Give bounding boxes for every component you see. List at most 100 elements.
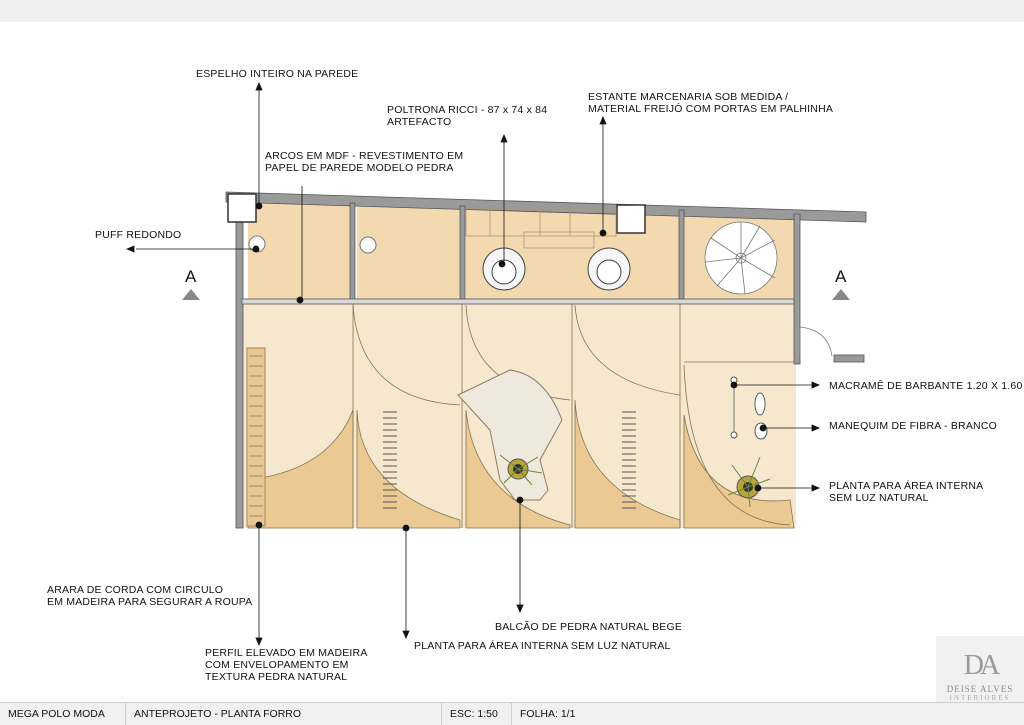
shelf-body bbox=[465, 207, 617, 237]
puff-2 bbox=[359, 236, 377, 254]
armchairs bbox=[482, 247, 631, 291]
label-poltrona-2: ARTEFACTO bbox=[387, 116, 452, 128]
label-espelho: ESPELHO INTEIRO NA PAREDE bbox=[196, 68, 359, 80]
label-macrame: MACRAMÊ DE BARBANTE 1.20 X 1.60 bbox=[829, 380, 1023, 392]
arch-3 bbox=[465, 409, 571, 529]
label-arcos-1: ARCOS EM MDF - REVESTIMENTO EM bbox=[265, 150, 464, 162]
dot-puff bbox=[252, 245, 260, 253]
dot-espelho bbox=[255, 202, 263, 210]
arrow-poltrona bbox=[500, 133, 508, 143]
label-planta-dir-1: PLANTA PARA ÁREA INTERNA bbox=[829, 480, 984, 492]
section-label-right: A bbox=[835, 267, 847, 286]
arrow-puff bbox=[125, 245, 135, 253]
logo-monogram: DA bbox=[963, 650, 1000, 681]
room-2 bbox=[357, 203, 462, 300]
column-mid bbox=[616, 204, 646, 234]
label-poltrona-1: POLTRONA RICCI - 87 x 74 x 84 bbox=[387, 104, 548, 116]
dot-perfil bbox=[255, 521, 263, 529]
shelf bbox=[465, 207, 617, 249]
label-estante-1: ESTANTE MARCENARIA SOB MEDIDA / bbox=[588, 91, 789, 103]
door-swing bbox=[799, 326, 833, 357]
dot-estante bbox=[599, 229, 607, 237]
footer-sheet-number: FOLHA: 1/1 bbox=[520, 708, 576, 720]
armchair-2-seat bbox=[596, 259, 622, 285]
macrame-knob-bottom bbox=[730, 431, 738, 439]
label-arara-2: EM MADEIRA PARA SEGURAR A ROUPA bbox=[47, 596, 253, 608]
leader-lines bbox=[125, 81, 821, 647]
logo-subtitle: INTERIORES bbox=[949, 694, 1011, 702]
step-4 bbox=[716, 257, 742, 287]
label-perfil-2: COM ENVELOPAMENTO EM bbox=[205, 659, 349, 671]
dot-macrame bbox=[730, 381, 738, 389]
clothes-rack bbox=[246, 347, 266, 527]
right-stub bbox=[833, 354, 865, 363]
title-block: MEGA POLO MODA ANTEPROJETO - PLANTA FORR… bbox=[0, 702, 1024, 725]
label-arara-1: ARARA DE CORDA COM CIRCULO bbox=[47, 584, 224, 596]
logo-brand: DEISE ALVES bbox=[946, 684, 1014, 694]
column-left bbox=[227, 193, 257, 223]
step-8 bbox=[740, 225, 761, 259]
rack-frame bbox=[246, 347, 266, 527]
section-marker-right bbox=[832, 289, 850, 300]
label-puff: PUFF REDONDO bbox=[95, 229, 182, 241]
arrow-planta-baixo bbox=[402, 630, 410, 640]
arc-line-3 bbox=[574, 304, 681, 396]
top-band bbox=[0, 0, 1024, 22]
arch-5 bbox=[683, 414, 795, 529]
arrow-perfil bbox=[255, 637, 263, 647]
logo: DA DEISE ALVES INTERIORES bbox=[936, 636, 1024, 702]
right-plant bbox=[727, 456, 771, 508]
top-wall bbox=[225, 191, 867, 223]
arrow-planta-dir bbox=[811, 484, 821, 492]
arch-panels bbox=[247, 399, 795, 529]
dot-planta-dir bbox=[754, 484, 762, 492]
section-label-left: A bbox=[185, 267, 197, 286]
step-5 bbox=[740, 257, 746, 295]
label-manequim: MANEQUIM DE FIBRA - BRANCO bbox=[829, 420, 997, 432]
footer-scale: ESC: 1:50 bbox=[442, 703, 512, 725]
hanging-racks bbox=[383, 411, 636, 509]
dot-poltrona bbox=[498, 260, 506, 268]
footer-sheet-title: ANTEPROJETO - PLANTA FORRO bbox=[126, 703, 442, 725]
step-7 bbox=[740, 239, 776, 259]
arc-line-1 bbox=[352, 304, 461, 406]
dot-planta-baixo bbox=[402, 524, 410, 532]
shelf-table bbox=[523, 231, 595, 249]
rack-2 bbox=[383, 411, 397, 509]
label-perfil-1: PERFIL ELEVADO EM MADEIRA bbox=[205, 647, 368, 659]
wall-3 bbox=[459, 205, 466, 301]
label-arcos-2: PAPEL DE PAREDE MODELO PEDRA bbox=[265, 162, 454, 174]
beam bbox=[241, 298, 795, 305]
dot-balcao bbox=[516, 496, 524, 504]
step-3 bbox=[704, 257, 742, 263]
arrow-manequim bbox=[811, 424, 821, 432]
dot-manequim bbox=[759, 424, 767, 432]
arrow-balcao bbox=[516, 604, 524, 614]
label-balcao: BALCÃO DE PEDRA NATURAL BEGE bbox=[495, 621, 683, 633]
label-planta-baixo: PLANTA PARA ÁREA INTERNA SEM LUZ NATURAL bbox=[414, 640, 671, 652]
walls bbox=[225, 191, 867, 529]
label-perfil-3: TEXTURA PEDRA NATURAL bbox=[205, 671, 348, 683]
room-1 bbox=[248, 200, 353, 300]
right-plant-leaves bbox=[727, 456, 771, 508]
arch-lines bbox=[352, 303, 794, 528]
rack-4 bbox=[622, 411, 636, 509]
spiral-stair bbox=[704, 221, 778, 295]
arrow-espelho bbox=[255, 81, 263, 91]
step-6 bbox=[740, 257, 776, 279]
arrow-macrame bbox=[811, 381, 821, 389]
dot-arcos bbox=[296, 296, 304, 304]
step-2 bbox=[710, 237, 742, 259]
wall-4 bbox=[678, 209, 685, 301]
mannequin-base bbox=[754, 392, 766, 416]
arch-2 bbox=[356, 409, 461, 529]
fitting-arc bbox=[683, 364, 791, 526]
arrow-estante bbox=[599, 115, 607, 125]
label-planta-dir-2: SEM LUZ NATURAL bbox=[829, 492, 929, 504]
label-estante-2: MATERIAL FREIJÓ COM PORTAS EM PALHINHA bbox=[588, 103, 834, 115]
counter-plant-leaves bbox=[499, 454, 543, 486]
wall-2 bbox=[349, 202, 356, 301]
section-marker-left bbox=[182, 289, 200, 300]
footer-project: MEGA POLO MODA bbox=[0, 703, 126, 725]
